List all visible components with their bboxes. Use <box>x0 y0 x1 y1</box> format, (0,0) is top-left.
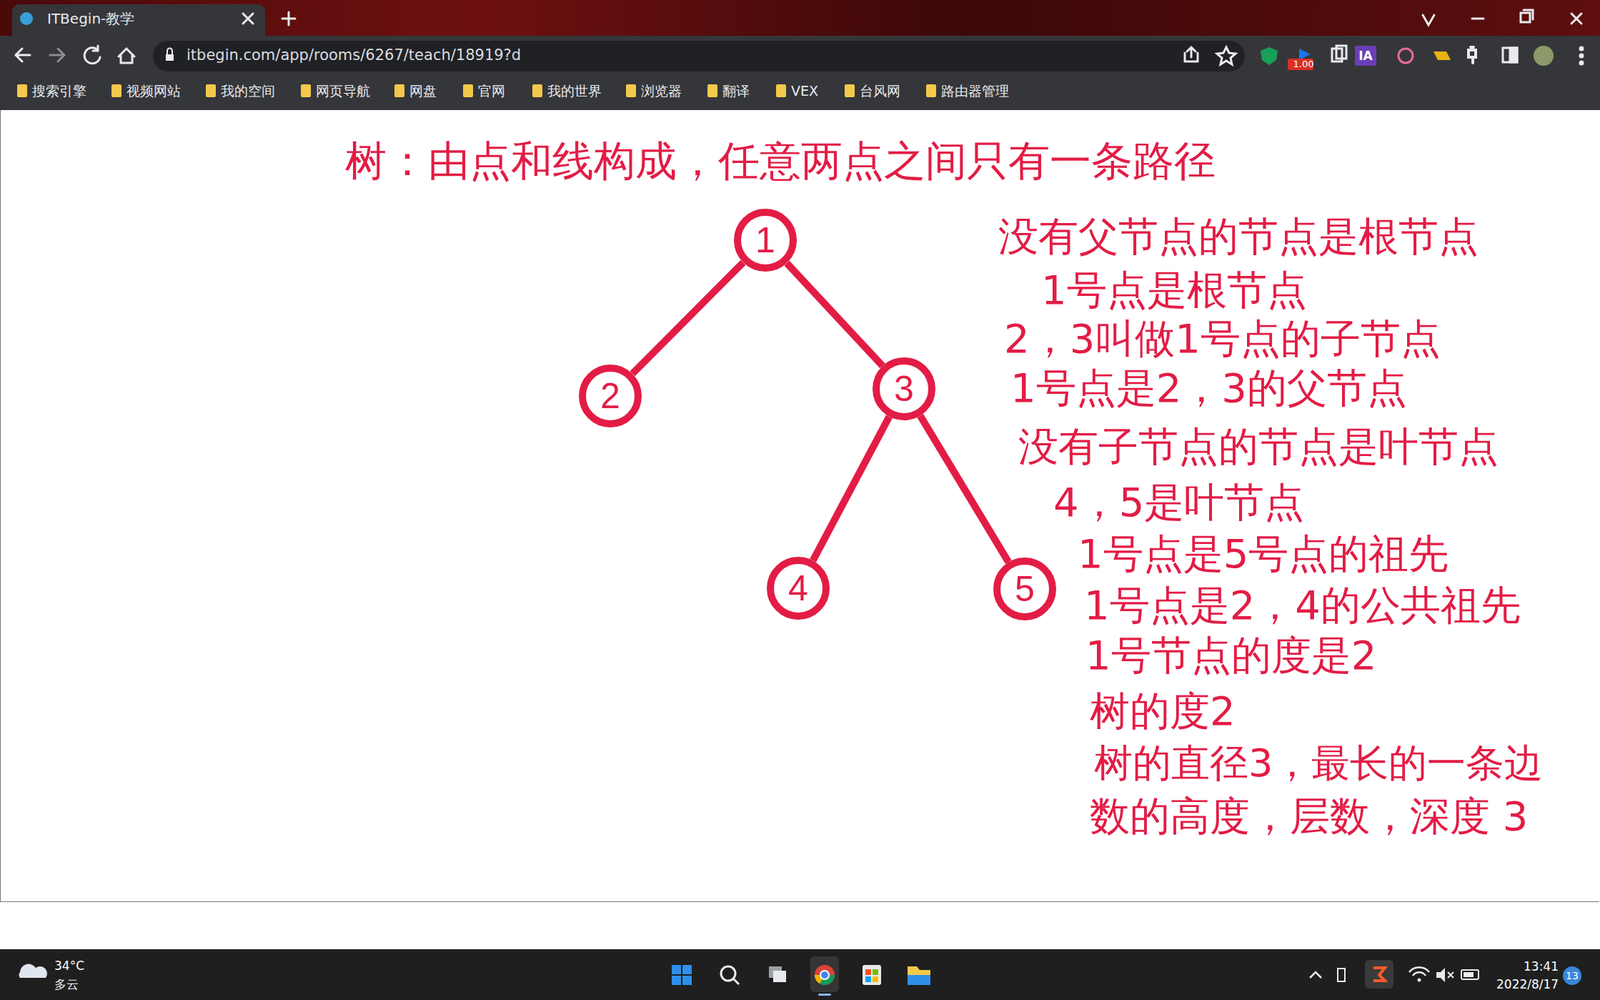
note-text: 1号点是5号点的祖先 <box>1077 529 1449 578</box>
note-text: 没有子节点的节点是叶节点 <box>1018 422 1499 471</box>
taskbar <box>0 948 1600 1000</box>
note-text: 2，3叫做1号点的子节点 <box>1004 314 1441 363</box>
bookmark: 我的空间 <box>220 82 276 100</box>
bookmark: 网盘 <box>409 82 437 100</box>
node-number: 2 <box>600 378 621 414</box>
clock-time: 13:41 <box>1523 958 1559 974</box>
tree-edge <box>920 415 1010 563</box>
bookmark: 台风网 <box>859 82 901 100</box>
bookmark: 浏览器 <box>641 82 682 100</box>
tree-node-circle: 1 <box>733 208 797 272</box>
note-text: 没有父节点的节点是根节点 <box>998 212 1479 261</box>
extension-icon-text: IA <box>1354 48 1377 63</box>
clock-date: 2022/8/17 <box>1496 976 1559 992</box>
note-text: 数的高度，层数，深度 3 <box>1089 791 1528 840</box>
tree-node-circle: 2 <box>578 364 642 428</box>
badge-text: 1.00 <box>1290 58 1317 71</box>
bookmark: 搜索引擎 <box>32 82 87 100</box>
tree-node-circle: 4 <box>766 556 830 620</box>
note-text: 1号节点的度是2 <box>1085 630 1377 679</box>
note-text: 1号点是2，4的公共祖先 <box>1084 580 1521 629</box>
node-number: 4 <box>788 570 809 606</box>
note-text: 树的直径3，最长的一条边 <box>1094 740 1543 787</box>
note-text: 1号点是根节点 <box>1041 265 1308 314</box>
bookmark: VEX <box>791 82 819 100</box>
bookmark: 网页导航 <box>315 82 371 100</box>
address-url: itbegin.com/app/rooms/6267/teach/18919?d <box>186 46 521 65</box>
bookmark: 视频网站 <box>126 82 181 100</box>
bookmark: 官网 <box>478 82 506 100</box>
note-text: 树的度2 <box>1089 686 1236 735</box>
note-text: 1号点是2，3的父节点 <box>1010 363 1408 412</box>
node-number: 5 <box>1014 570 1035 607</box>
node-number: 1 <box>755 222 776 258</box>
tree-edge <box>632 262 744 374</box>
notification-count: 13 <box>1562 969 1582 982</box>
tree-node-circle: 5 <box>993 557 1057 621</box>
weather-temp: 34°C <box>54 958 85 973</box>
node-number: 3 <box>893 370 914 407</box>
tab-title: ITBegin-教学 <box>47 10 135 28</box>
diagram-title: 树：由点和线构成，任意两点之间只有一条路径 <box>345 136 1216 187</box>
weather-desc: 多云 <box>54 976 79 992</box>
bookmark: 翻译 <box>722 82 750 100</box>
tree-node-circle: 3 <box>872 357 936 421</box>
bookmark: 我的世界 <box>547 82 602 100</box>
bookmark: 路由器管理 <box>941 82 1010 100</box>
note-text: 4，5是叶节点 <box>1053 478 1305 526</box>
tree-edge <box>786 262 883 366</box>
tree-edge <box>813 416 890 561</box>
